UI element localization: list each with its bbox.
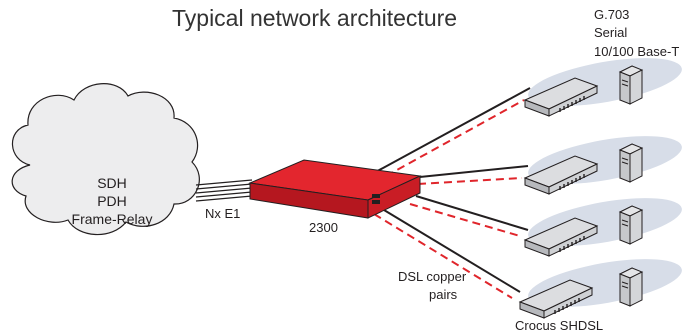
modem-icon [524,217,598,257]
copper-label-line2: pairs [429,287,458,302]
copper-label-line1: DSL copper [398,269,467,284]
remote-site [524,136,682,195]
interface-label-g703: G.703 [594,7,629,22]
remote-site [524,198,682,257]
modem-icon [524,155,598,195]
cloud-label-pdh: PDH [97,193,127,209]
computer-icon [619,65,643,105]
cloud-label-frame-relay: Frame-Relay [72,211,153,227]
interface-label-serial: Serial [594,25,627,40]
diagram-title: Typical network architecture [172,5,457,31]
modem-icon [519,279,593,319]
cloud-icon [11,83,200,236]
remote-links [371,87,531,299]
remote-device-label: Crocus SHDSL [515,318,603,333]
remote-site [519,259,682,319]
computer-icon [619,205,643,245]
remote-site [524,58,682,117]
central-device-label: 2300 [309,220,338,235]
trunk-label: Nx E1 [205,206,240,221]
computer-icon [619,143,643,183]
central-router-2300 [248,159,422,219]
cloud-label-sdh: SDH [97,175,127,191]
modem-icon [524,77,598,117]
interface-label-ethernet: 10/100 Base-T [594,44,679,59]
computer-icon [619,267,643,307]
trunk-link [195,179,253,202]
